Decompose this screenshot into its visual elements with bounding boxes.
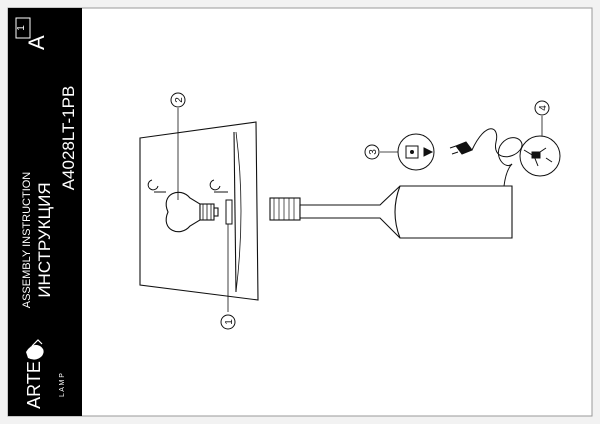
- callout-4: 4: [534, 100, 550, 136]
- base-thread: [269, 197, 301, 221]
- callout-2-number: 2: [174, 97, 185, 103]
- sidebar: [8, 8, 82, 416]
- bulb-thread: [202, 204, 212, 220]
- callout-2-circle: [170, 92, 186, 108]
- callout-1: 1: [220, 224, 236, 330]
- lampshade-inner-edge: [233, 131, 237, 293]
- rotate-arrow-socket: [209, 179, 221, 191]
- logo-bird-wing: [31, 339, 43, 347]
- brand-logo: ARTE L A M P: [24, 339, 66, 409]
- callout-4-number: 4: [538, 105, 549, 111]
- callout-3-circle: [364, 144, 380, 160]
- logo-bird-mark: [26, 344, 44, 360]
- plug-assembly: [449, 128, 523, 166]
- switch-arrow-icon: [545, 157, 553, 163]
- base-thread-lines: [273, 198, 295, 220]
- plug-pin-top: [449, 145, 457, 149]
- coiled-cord: [471, 128, 523, 166]
- callout-1-circle: [220, 314, 236, 330]
- callout-3: 3: [364, 144, 398, 160]
- light-bulb: [165, 191, 219, 233]
- callout-1-number: 1: [224, 319, 235, 325]
- page-letter: A: [24, 35, 49, 50]
- plug-pin-bottom: [451, 151, 459, 155]
- callout-2: 2: [170, 92, 186, 200]
- page-index-box: [15, 17, 31, 39]
- callout-4-circle: [534, 100, 550, 116]
- lampshade: [139, 121, 259, 301]
- wall-socket-hole: [410, 150, 414, 154]
- wall-socket-icon: [405, 145, 419, 159]
- rotate-arrows: [147, 179, 228, 193]
- title-russian: ИНСТРУКЦИЯ: [35, 182, 54, 297]
- lamp-base: [269, 185, 513, 239]
- socket-ring: [225, 199, 233, 225]
- base-body: [299, 185, 513, 239]
- title-english: ASSEMBLY INSTRUCTION: [21, 172, 33, 309]
- callout-3-number: 3: [368, 149, 379, 155]
- page-indicator: 1 A: [15, 17, 49, 50]
- model-number: A4028LT-1PB: [59, 86, 78, 191]
- bulb-tip: [213, 207, 219, 217]
- switch-detail: [519, 135, 561, 177]
- lampshade-outline: [139, 121, 259, 301]
- page-index: 1: [16, 25, 27, 31]
- switch-icon: [531, 151, 541, 159]
- socket-arrow-icon: [423, 147, 434, 157]
- brand-sub: L A M P: [59, 373, 66, 397]
- lampshade-inner-curve: [235, 131, 242, 293]
- brand-name: ARTE: [24, 361, 44, 409]
- rotate-arrow-bulb: [147, 179, 159, 191]
- base-body-curve: [394, 185, 401, 239]
- wall-socket-detail: [397, 133, 435, 171]
